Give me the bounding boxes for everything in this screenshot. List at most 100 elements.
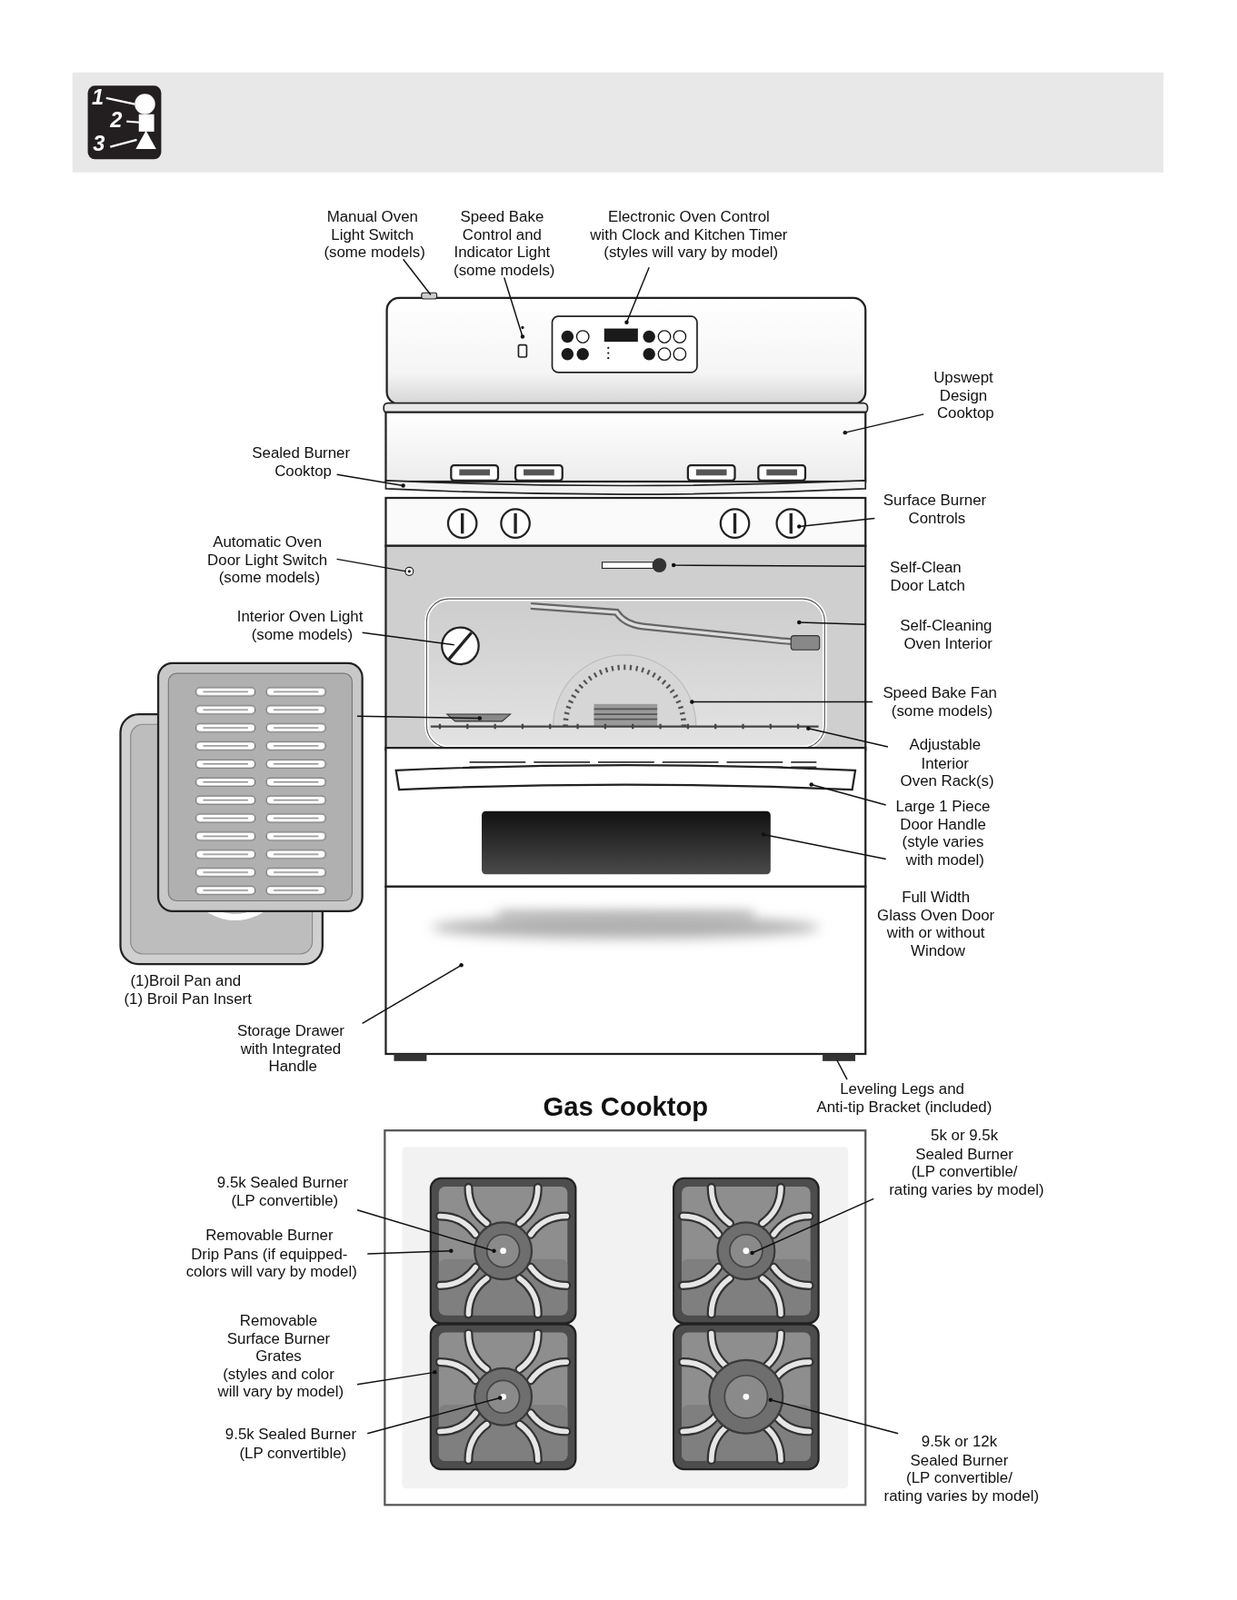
label-line: 2 [109, 109, 122, 132]
label-line: Door Light Switch [207, 550, 332, 569]
callout-label: Removable Burner Drip Pans (if equipped-… [186, 1227, 358, 1281]
label-line: Upswept [933, 368, 998, 387]
range-body [383, 292, 868, 1062]
label-line: 3 [92, 132, 105, 156]
header-band [72, 72, 1164, 173]
range-body [520, 326, 524, 330]
leader-dot [400, 320, 848, 1403]
label-line: Sealed Burner [884, 1450, 1039, 1469]
range-body [576, 330, 589, 343]
range-body [594, 704, 659, 728]
range-body [696, 469, 728, 477]
label-line: with or without [877, 923, 999, 942]
label-line: 9.5k or 12k [884, 1433, 1039, 1452]
label-line: Self-Cleaning [899, 616, 997, 635]
label-line: Drip Pans (if equipped- [186, 1244, 358, 1263]
callout-label: 9.5k or 12k Sealed Burner (LP convertibl… [884, 1433, 1039, 1506]
range-body [500, 508, 529, 538]
label-line: Removable Burner [186, 1227, 358, 1246]
cooktop-plan [430, 1178, 576, 1324]
callout-label: Full Width Glass Oven Door with or witho… [877, 887, 999, 960]
section-title: Gas Cooktop [543, 1092, 709, 1124]
range-body [733, 513, 737, 534]
range-body [561, 348, 574, 360]
step-number: 2 [109, 109, 122, 132]
label-line: Door Latch [889, 576, 966, 595]
leader-dot [478, 716, 482, 720]
header-band [72, 72, 1164, 173]
range-body [766, 469, 798, 477]
cooktop-plan [673, 1178, 819, 1324]
label-line: will vary by model) [218, 1383, 345, 1402]
range-body [431, 916, 820, 939]
leader-line [837, 1060, 848, 1080]
range-body [553, 655, 697, 728]
range-body [460, 513, 464, 534]
label-line: (styles will vary by model) [589, 242, 792, 261]
label-line: (some models) [237, 625, 368, 644]
label-line: Handle [237, 1057, 350, 1076]
cooktop-plan [384, 1130, 866, 1506]
range-body [385, 887, 866, 1055]
callout-label: Storage Drawer with Integrated Handle [237, 1021, 350, 1076]
range-body [594, 708, 659, 719]
label-line: with Clock and Kitchen Timer [589, 225, 792, 244]
range-body [387, 298, 867, 405]
label-line: colors will vary by model) [186, 1262, 358, 1281]
cooktop-plan [724, 1376, 768, 1419]
range-body [594, 718, 659, 721]
leader-dot [768, 1397, 773, 1402]
leader-line [673, 565, 866, 567]
range-body [396, 765, 856, 790]
label-line: Interior [900, 753, 995, 772]
leader-line [403, 259, 431, 295]
range-body [450, 465, 499, 481]
range-body [426, 598, 825, 749]
header-band [106, 98, 135, 105]
leader-line [691, 701, 873, 703]
range-body [393, 1054, 427, 1062]
label-line: (LP convertible/ [888, 1162, 1044, 1181]
leader-line [798, 518, 875, 527]
label-line: Indicator Light [453, 242, 555, 261]
leader-dot [749, 1251, 754, 1256]
leader-line [811, 785, 887, 806]
range-body [658, 348, 670, 360]
callout-label: Surface Burner Controls [883, 490, 991, 527]
label-line: (some models) [323, 242, 425, 261]
leader-line [362, 965, 462, 1024]
label-line: Cooktop [251, 461, 354, 480]
label-line: with model) [896, 850, 996, 869]
label-line: Electronic Oven Control [589, 207, 792, 226]
range-body [385, 480, 866, 495]
leader-dot [624, 320, 629, 325]
leader-line [337, 259, 925, 1435]
range-body [576, 348, 589, 360]
label-line: Surface Burner [218, 1329, 345, 1348]
range-body [565, 667, 684, 727]
range-body [594, 713, 659, 716]
range-body [607, 347, 609, 350]
label-line: (1)Broil Pan and [123, 971, 251, 990]
leader-dot [806, 727, 810, 731]
header-band [139, 114, 155, 132]
leader-line [357, 716, 480, 719]
range-body [469, 761, 818, 764]
label-line: Window [877, 941, 999, 960]
range-body [758, 465, 806, 481]
label-line: Grates [218, 1346, 345, 1366]
range-body [530, 606, 809, 643]
callout-label: 5k or 9.5k Sealed Burner (LP convertible… [888, 1127, 1044, 1199]
leader-line [357, 1372, 435, 1385]
header-band [88, 85, 162, 160]
label-line: rating varies by model) [884, 1486, 1039, 1506]
leader-dot [808, 782, 813, 787]
label-line: Control and [453, 225, 555, 244]
label-line: Oven Interior [899, 634, 997, 653]
label-line: rating varies by model) [888, 1180, 1044, 1199]
range-body [642, 330, 655, 343]
label-line: Speed Bake [453, 207, 555, 226]
label-line: Light Switch [323, 225, 425, 244]
range-body [462, 513, 792, 534]
range-body [658, 330, 670, 343]
